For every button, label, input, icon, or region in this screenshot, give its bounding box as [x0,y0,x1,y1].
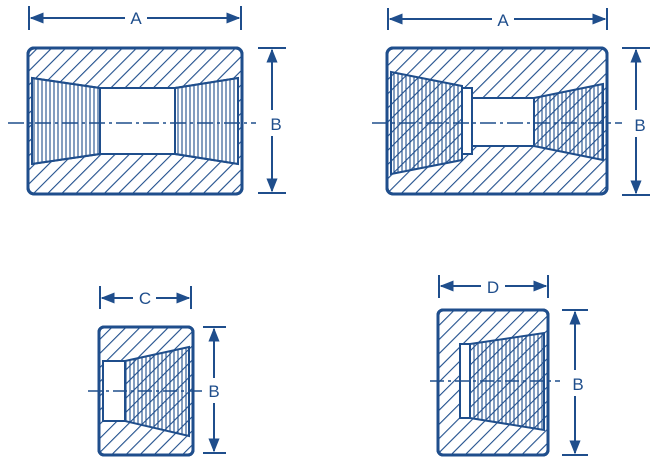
full-coupling-figure: A B [8,6,286,196]
reducing-coupling-figure: A B [372,8,650,196]
dimension-b-label: B [208,382,219,401]
dimension-b-label: B [634,116,645,135]
dimension-b: B [622,47,650,196]
dimension-b-label: B [572,375,583,394]
half-coupling-figure: C B [88,286,226,457]
reducing-coupling-body [385,46,609,196]
dimension-b: B [258,47,286,194]
pipe-cap-figure: D B [430,275,588,457]
dimension-a: A [387,8,608,30]
dimension-d-label: D [487,278,499,297]
dimension-a-label: A [130,9,142,28]
dimension-a-label: A [497,11,509,30]
full-coupling-body [26,46,244,196]
dimension-c: C [99,286,192,309]
dimension-d: D [438,275,549,298]
dimension-b-label: B [270,115,281,134]
dimension-b: B [562,309,588,456]
dimension-a: A [28,6,242,30]
dimension-c-label: C [139,289,151,308]
dimension-b: B [203,326,226,454]
pipe-cap-body [436,308,550,457]
